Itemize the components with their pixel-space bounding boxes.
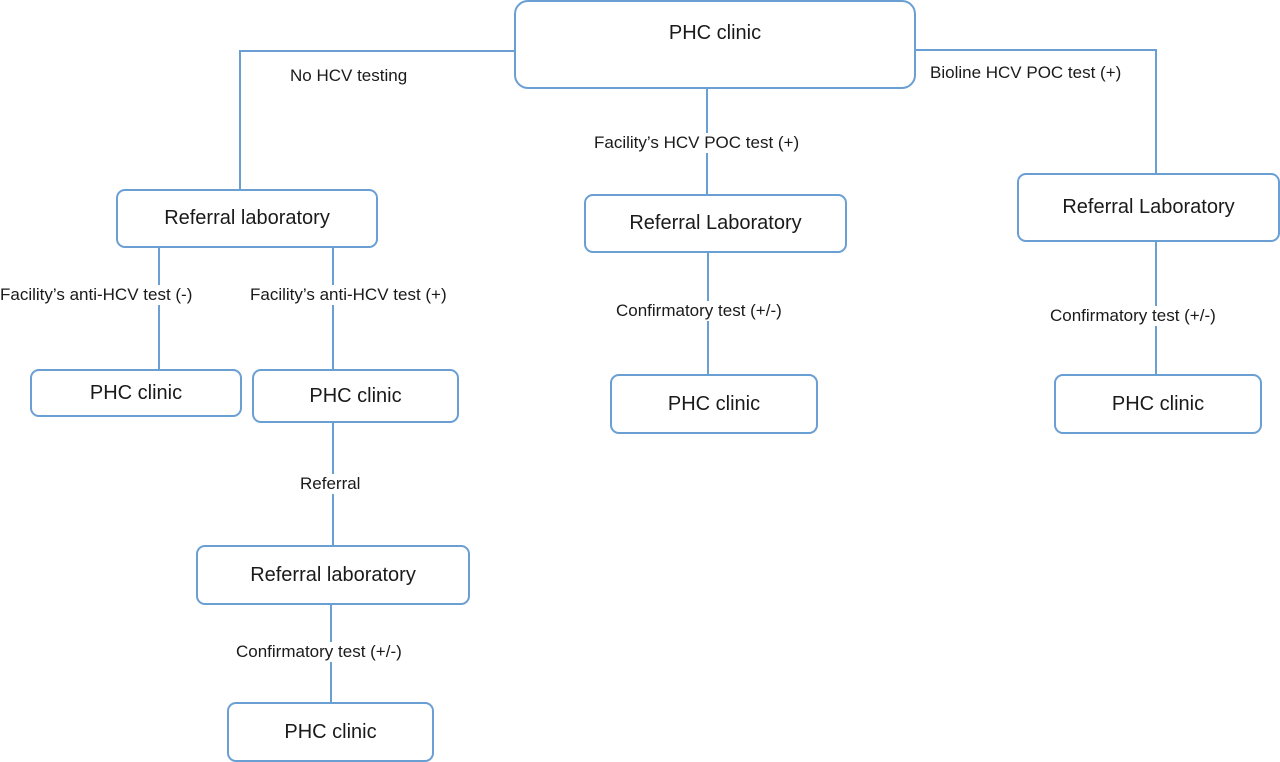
edge-label-facility-poc: Facility’s HCV POC test (+)	[591, 133, 803, 153]
right-phc-clinic: PHC clinic	[1054, 374, 1262, 434]
edge-label-confirm-mid: Confirmatory test (+/-)	[613, 301, 785, 321]
left-neg-phc-clinic: PHC clinic	[30, 369, 242, 417]
left-referral-laboratory: Referral laboratory	[116, 189, 378, 248]
left-pos-phc-clinic: PHC clinic	[252, 369, 459, 423]
left-final-phc-clinic: PHC clinic	[227, 702, 434, 762]
edge-label-anti-hcv-neg: Facility’s anti-HCV test (-)	[0, 285, 196, 305]
root-phc-clinic: PHC clinic	[514, 0, 916, 89]
edge-label-no-hcv-testing: No HCV testing	[287, 66, 411, 86]
mid-referral-laboratory: Referral Laboratory	[584, 194, 847, 253]
connector-root-right	[915, 49, 1157, 174]
connector-root-left	[239, 50, 515, 190]
edge-label-confirm-left: Confirmatory test (+/-)	[233, 642, 405, 662]
mid-phc-clinic: PHC clinic	[610, 374, 818, 434]
edge-label-confirm-right: Confirmatory test (+/-)	[1047, 306, 1219, 326]
edge-label-bioline-poc: Bioline HCV POC test (+)	[927, 63, 1125, 83]
edge-label-referral: Referral	[297, 474, 364, 494]
left-referral-laboratory-2: Referral laboratory	[196, 545, 470, 605]
edge-label-anti-hcv-pos: Facility’s anti-HCV test (+)	[247, 285, 450, 305]
right-referral-laboratory: Referral Laboratory	[1017, 173, 1280, 242]
